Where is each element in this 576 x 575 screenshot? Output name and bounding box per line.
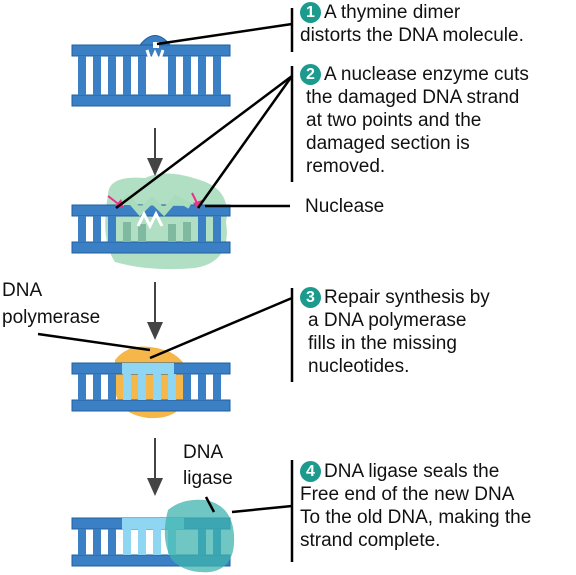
step-2-line-2: the damaged DNA strand [306, 87, 520, 108]
step-2-badge: 2 [300, 64, 321, 85]
step-1-line-1: A thymine dimer [324, 2, 461, 23]
step-3-badge: 3 [300, 287, 321, 308]
step-3-line-3: fills in the missing [308, 333, 457, 354]
step-2-line-1: A nuclease enzyme cuts [324, 64, 529, 85]
callout-lines [37, 8, 294, 562]
dna-ligase-enzyme [164, 499, 235, 573]
step-3-line-1: Repair synthesis by [324, 287, 490, 308]
nuclease-label: Nuclease [305, 196, 385, 217]
ligase-label-line-1: DNA [183, 442, 224, 463]
step-3-line-2: a DNA polymerase [308, 310, 467, 331]
dna-molecule-cut [71, 193, 231, 254]
polymerase-label-line-1: DNA [2, 280, 43, 301]
dna-molecule-damaged [71, 35, 231, 107]
step-4-line-2: Free end of the new DNA [300, 484, 515, 505]
ligase-label-line-2: ligase [183, 468, 233, 489]
step-1-line-2: distorts the DNA molecule. [300, 25, 524, 46]
step-4-line-1: DNA ligase seals the [324, 461, 500, 482]
step-2-line-3: at two points and the [306, 110, 482, 131]
step-4-badge: 4 [300, 461, 321, 482]
step-3-line-4: nucleotides. [308, 356, 410, 377]
polymerase-label-line-2: polymerase [2, 307, 101, 328]
dna-molecule-repairing [71, 362, 231, 412]
step-2-line-4: damaged section is [306, 133, 470, 154]
thymine-dimer [153, 42, 159, 48]
step-4-line-4: strand complete. [300, 530, 441, 551]
step-1-badge: 1 [300, 2, 321, 23]
step-2-line-5: removed. [306, 156, 386, 177]
nuclease-enzyme [105, 173, 227, 270]
step-4-line-3: To the old DNA, making the [300, 507, 532, 528]
